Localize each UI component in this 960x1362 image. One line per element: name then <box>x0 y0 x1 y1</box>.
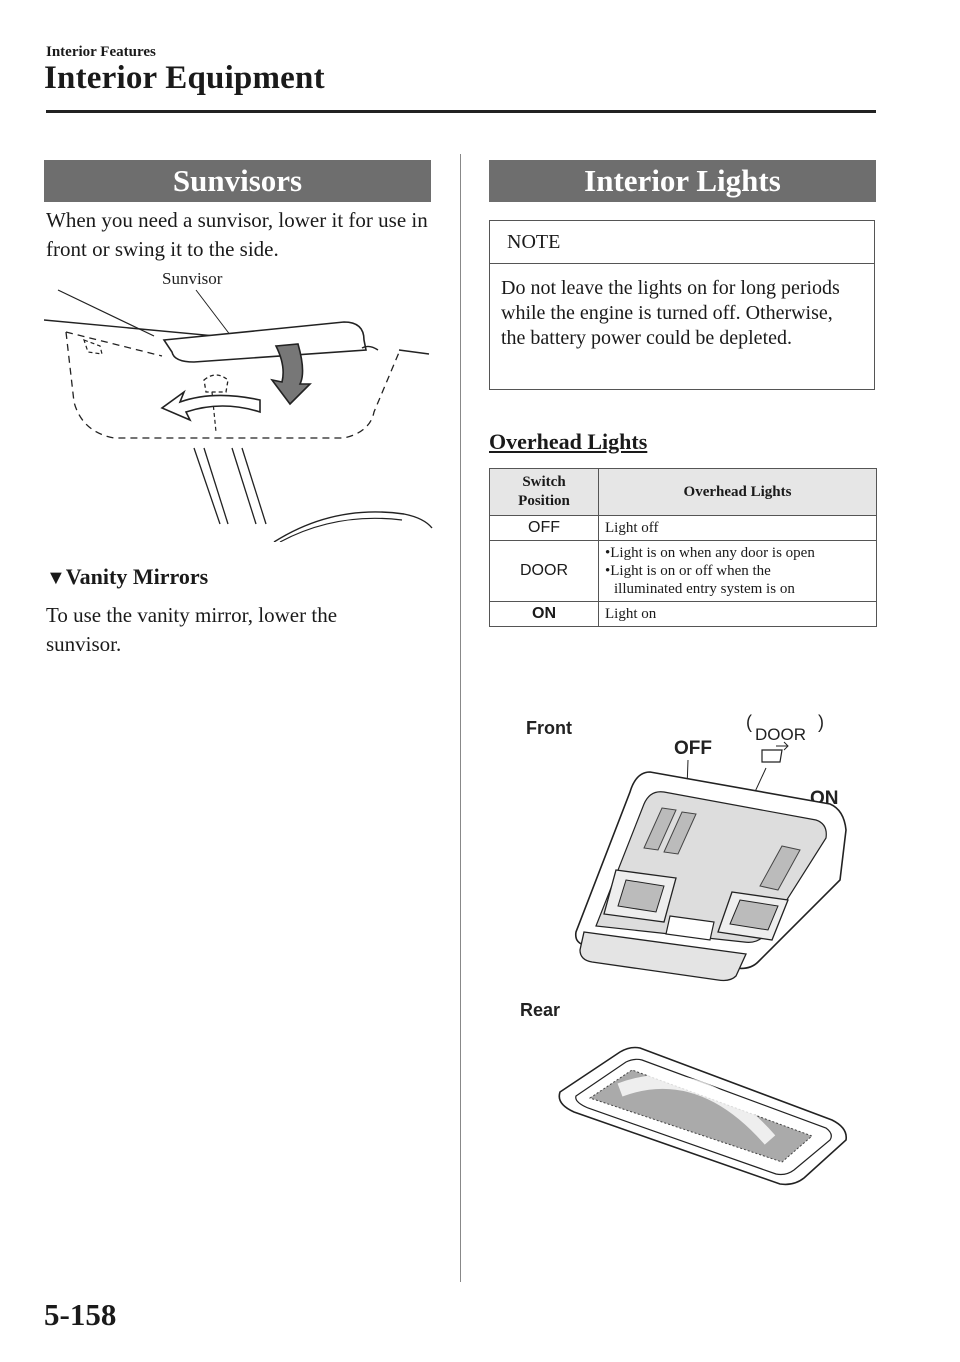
page-title: Interior Equipment <box>44 60 325 96</box>
door-label: DOOR <box>755 725 806 744</box>
column-divider <box>460 154 461 1282</box>
note-box: NOTE Do not leave the lights on for long… <box>489 220 875 390</box>
sunvisors-intro: When you need a sunvisor, lower it for u… <box>46 208 428 261</box>
table-row: OFF Light off <box>489 515 877 541</box>
switch-position-on: ON <box>489 601 599 627</box>
interior-lights-banner: Interior Lights <box>489 160 876 202</box>
sunvisors-banner: Sunvisors <box>44 160 431 202</box>
triangle-down-icon: ▼ <box>46 567 66 589</box>
svg-text:): ) <box>818 712 824 732</box>
rear-label: Rear <box>520 1000 560 1020</box>
header-rule <box>46 110 876 113</box>
note-body: Do not leave the lights on for long peri… <box>501 277 840 349</box>
switch-desc-door: •Light is on when any door is open •Ligh… <box>598 540 877 602</box>
table-row: ON Light on <box>489 601 877 627</box>
sunvisor-figure-label: Sunvisor <box>162 269 223 288</box>
list-item: •Light is on when any door is open <box>605 545 815 561</box>
sunvisor-figure: Sunvisor <box>43 262 444 543</box>
off-label: OFF <box>674 738 712 759</box>
switch-desc-on: Light on <box>598 601 877 627</box>
table-header-row: Switch Position Overhead Lights <box>489 468 877 516</box>
switch-table: Switch Position Overhead Lights OFF Ligh… <box>489 468 877 627</box>
svg-text:(: ( <box>746 712 752 732</box>
front-label: Front <box>526 718 572 738</box>
list-item-continued: illuminated entry system is on <box>614 581 795 597</box>
column-header-overhead-lights: Overhead Lights <box>598 468 877 516</box>
page-number: 5-158 <box>44 1297 117 1332</box>
switch-position-door: DOOR <box>489 540 599 602</box>
section-crumb: Interior Features <box>46 44 156 60</box>
vanity-mirrors-text: To use the vanity mirror, lower the sunv… <box>46 603 338 656</box>
overhead-light-figure: Front OFF ( DOOR ) ON Rear <box>500 700 880 1260</box>
column-header-switch-position: Switch Position <box>489 468 599 516</box>
switch-position-off: OFF <box>489 515 599 541</box>
note-heading: NOTE <box>490 221 874 264</box>
overhead-lights-heading: Overhead Lights <box>489 429 648 454</box>
switch-desc-off: Light off <box>598 515 877 541</box>
vanity-mirrors-heading: ▼Vanity Mirrors <box>46 564 209 589</box>
door-light-icon <box>761 741 789 763</box>
list-item: •Light is on or off when the <box>605 563 771 579</box>
table-row: DOOR •Light is on when any door is open … <box>489 540 877 602</box>
